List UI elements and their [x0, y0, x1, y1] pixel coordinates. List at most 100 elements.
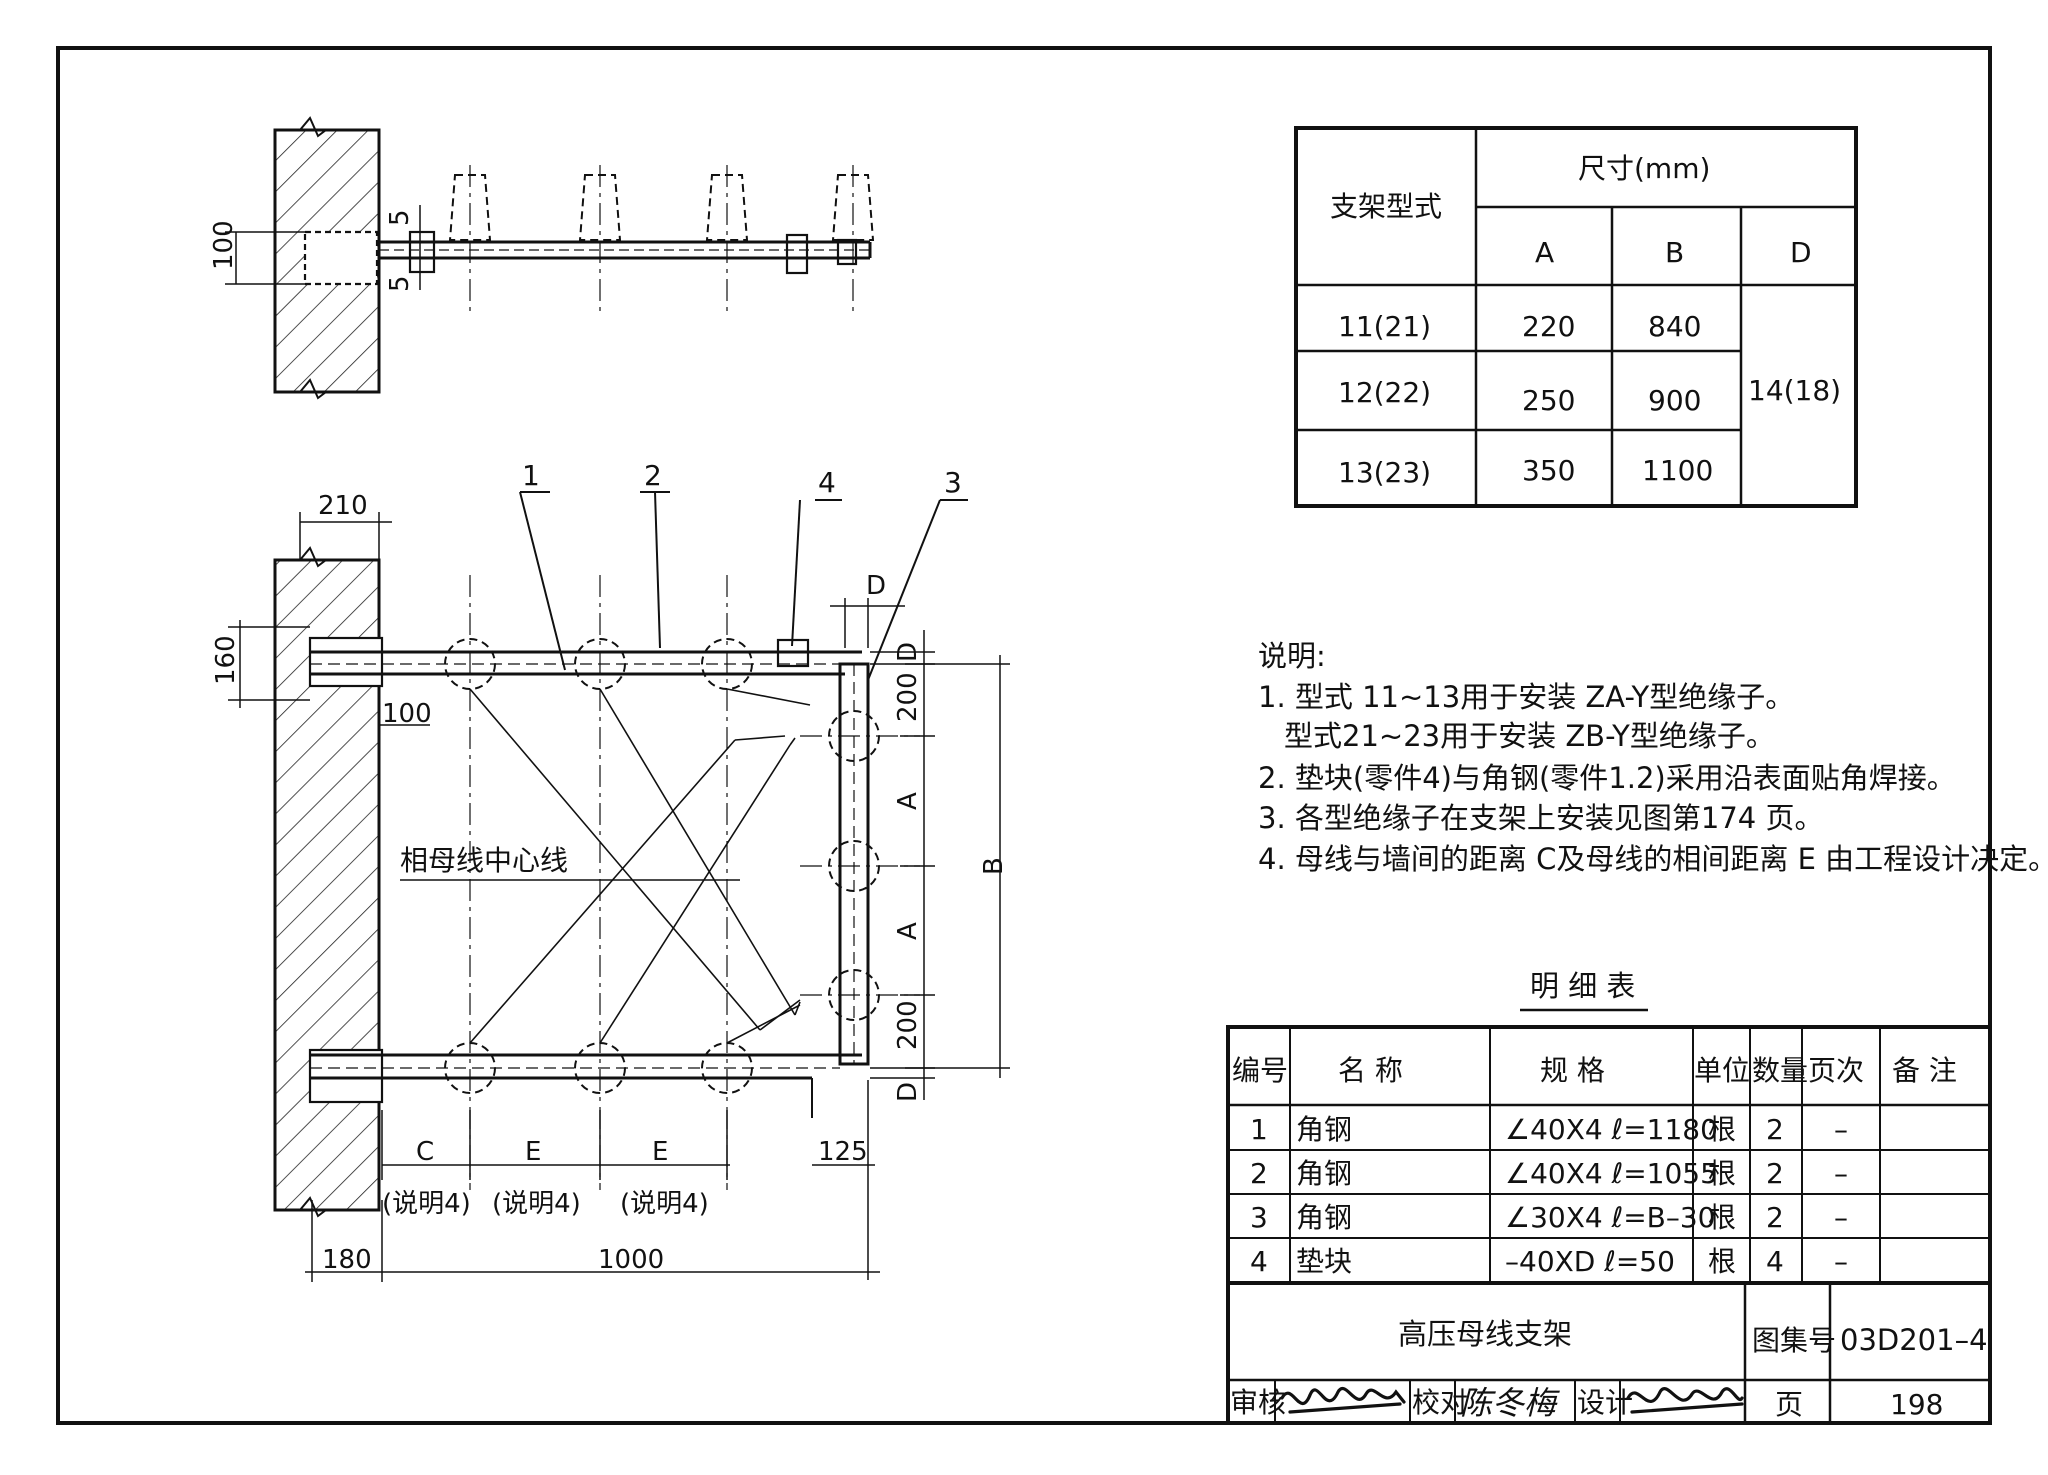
parts-cell-name: 角钢 [1296, 1113, 1352, 1146]
parts-cell-unit: 根 [1708, 1113, 1736, 1146]
page-label: 页 [1775, 1388, 1803, 1421]
parts-cell-unit: 根 [1708, 1201, 1736, 1234]
dim-180: 180 [322, 1245, 372, 1275]
dim-1000: 1000 [598, 1245, 664, 1275]
parts-list-title: 明 细 表 [1530, 969, 1635, 1003]
parts-cell-page: – [1834, 1201, 1848, 1234]
dim-D-right-bottom: D [893, 1082, 923, 1102]
dim-C: C [416, 1137, 434, 1167]
page-number: 198 [1890, 1388, 1943, 1421]
parts-cell-spec: –40XD ℓ=50 [1505, 1245, 1675, 1278]
parts-list-grid [1226, 1025, 1992, 1285]
parts-cell-unit: 根 [1708, 1157, 1736, 1190]
parts-cell-no: 4 [1250, 1245, 1268, 1278]
dim-top-5-lower: 5 [385, 275, 415, 292]
callout-1: 1 [522, 459, 540, 492]
dim-A-1: A [893, 792, 923, 810]
reviewer-signature [1280, 1387, 1406, 1414]
design-label: 设计 [1577, 1386, 1633, 1419]
atlas-label: 图集号 [1752, 1324, 1836, 1357]
dim-E-2: E [652, 1137, 668, 1167]
phase-centerline-label: 相母线中心线 [400, 844, 568, 877]
note-ref-3: (说明4) [620, 1189, 709, 1219]
parts-cell-spec: ∠40X4 ℓ=1055 [1505, 1157, 1718, 1190]
callout-2: 2 [644, 459, 662, 492]
drawing-title: 高压母线支架 [1398, 1317, 1572, 1351]
check-signature: 陈冬梅 [1460, 1384, 1560, 1422]
parts-cell-spec: ∠30X4 ℓ=B–30 [1505, 1201, 1716, 1234]
parts-row: 3 角钢 ∠30X4 ℓ=B–30 根 2 – [1250, 1201, 1848, 1234]
callout-4: 4 [818, 466, 836, 499]
dim-D-top: D [866, 571, 886, 601]
parts-cell-name: 角钢 [1296, 1201, 1352, 1234]
atlas-number: 03D201–4 [1840, 1323, 1988, 1357]
parts-header-unit: 单位 [1694, 1054, 1750, 1087]
parts-cell-page: – [1834, 1157, 1848, 1190]
note-ref-2: (说明4) [492, 1189, 581, 1219]
size-table [1294, 126, 1858, 508]
dim-210: 210 [318, 491, 368, 521]
parts-cell-name: 角钢 [1296, 1157, 1352, 1190]
dim-E-1: E [525, 1137, 541, 1167]
dim-100-plan: 100 [382, 699, 432, 729]
dim-160: 160 [211, 635, 241, 685]
top-view [225, 116, 875, 400]
parts-header-no: 编号 [1232, 1054, 1288, 1087]
parts-cell-no: 1 [1250, 1113, 1268, 1146]
check-label: 校对 [1412, 1386, 1468, 1419]
dim-top-5-upper: 5 [385, 209, 415, 226]
size-row-type: 12(22) [1338, 376, 1431, 409]
parts-row: 2 角钢 ∠40X4 ℓ=1055 根 2 – [1250, 1157, 1848, 1190]
parts-cell-qty: 2 [1766, 1113, 1784, 1146]
callout-3: 3 [944, 466, 962, 499]
dim-top-100: 100 [209, 220, 239, 270]
notes-title: 说明: [1258, 639, 1326, 673]
dim-A-2: A [893, 922, 923, 940]
sheet-border [56, 46, 1992, 1425]
note-line: 型式21~23用于安装 ZB-Y型绝缘子。 [1284, 719, 1775, 753]
parts-cell-name: 垫块 [1296, 1245, 1352, 1278]
dim-200-top: 200 [893, 672, 923, 722]
size-table-col-A: A [1535, 236, 1554, 269]
size-table-col-D: D [1790, 236, 1812, 269]
plan-view [228, 491, 1010, 1282]
parts-row: 1 角钢 ∠40X4 ℓ=1180 根 2 – [1250, 1113, 1848, 1146]
size-row-A: 350 [1522, 454, 1575, 487]
size-row-type: 13(23) [1338, 456, 1431, 489]
size-row-B: 900 [1648, 384, 1701, 417]
parts-header-qty: 数量 [1752, 1054, 1808, 1087]
dim-200-bottom: 200 [893, 1000, 923, 1050]
parts-cell-no: 2 [1250, 1157, 1268, 1190]
size-table-col-B: B [1665, 236, 1684, 269]
title-block-grid [1226, 1281, 1992, 1425]
parts-header-remark: 备 注 [1892, 1054, 1957, 1087]
parts-cell-page: – [1834, 1245, 1848, 1278]
parts-row: 4 垫块 –40XD ℓ=50 根 4 – [1250, 1245, 1848, 1278]
parts-header-name: 名 称 [1338, 1054, 1403, 1087]
dim-125: 125 [818, 1137, 868, 1167]
review-label: 审核 [1230, 1386, 1286, 1419]
note-line: 4. 母线与墙间的距离 C及母线的相间距离 E 由工程设计决定。 [1258, 842, 2048, 876]
parts-header-spec: 规 格 [1540, 1054, 1605, 1087]
size-D-value: 14(18) [1748, 374, 1841, 407]
parts-cell-qty: 2 [1766, 1201, 1784, 1234]
note-line: 3. 各型绝缘子在支架上安装见图第174 页。 [1258, 801, 1823, 835]
parts-cell-spec: ∠40X4 ℓ=1180 [1505, 1113, 1718, 1146]
size-row-B: 1100 [1642, 454, 1713, 487]
note-ref-1: (说明4) [382, 1189, 471, 1219]
note-line: 1. 型式 11~13用于安装 ZA-Y型绝缘子。 [1258, 680, 1794, 714]
parts-cell-no: 3 [1250, 1201, 1268, 1234]
parts-cell-page: – [1834, 1113, 1848, 1146]
size-table-header-type: 支架型式 [1330, 190, 1442, 223]
dim-B: B [979, 857, 1009, 875]
size-table-header-size: 尺寸(mm) [1578, 152, 1710, 185]
parts-cell-unit: 根 [1708, 1245, 1736, 1278]
size-row-type: 11(21) [1338, 310, 1431, 343]
parts-header-page: 页次 [1808, 1054, 1864, 1087]
size-row-A: 250 [1522, 384, 1575, 417]
parts-cell-qty: 4 [1766, 1245, 1784, 1278]
size-row-A: 220 [1522, 310, 1575, 343]
designer-signature [1626, 1387, 1744, 1414]
size-row-B: 840 [1648, 310, 1701, 343]
